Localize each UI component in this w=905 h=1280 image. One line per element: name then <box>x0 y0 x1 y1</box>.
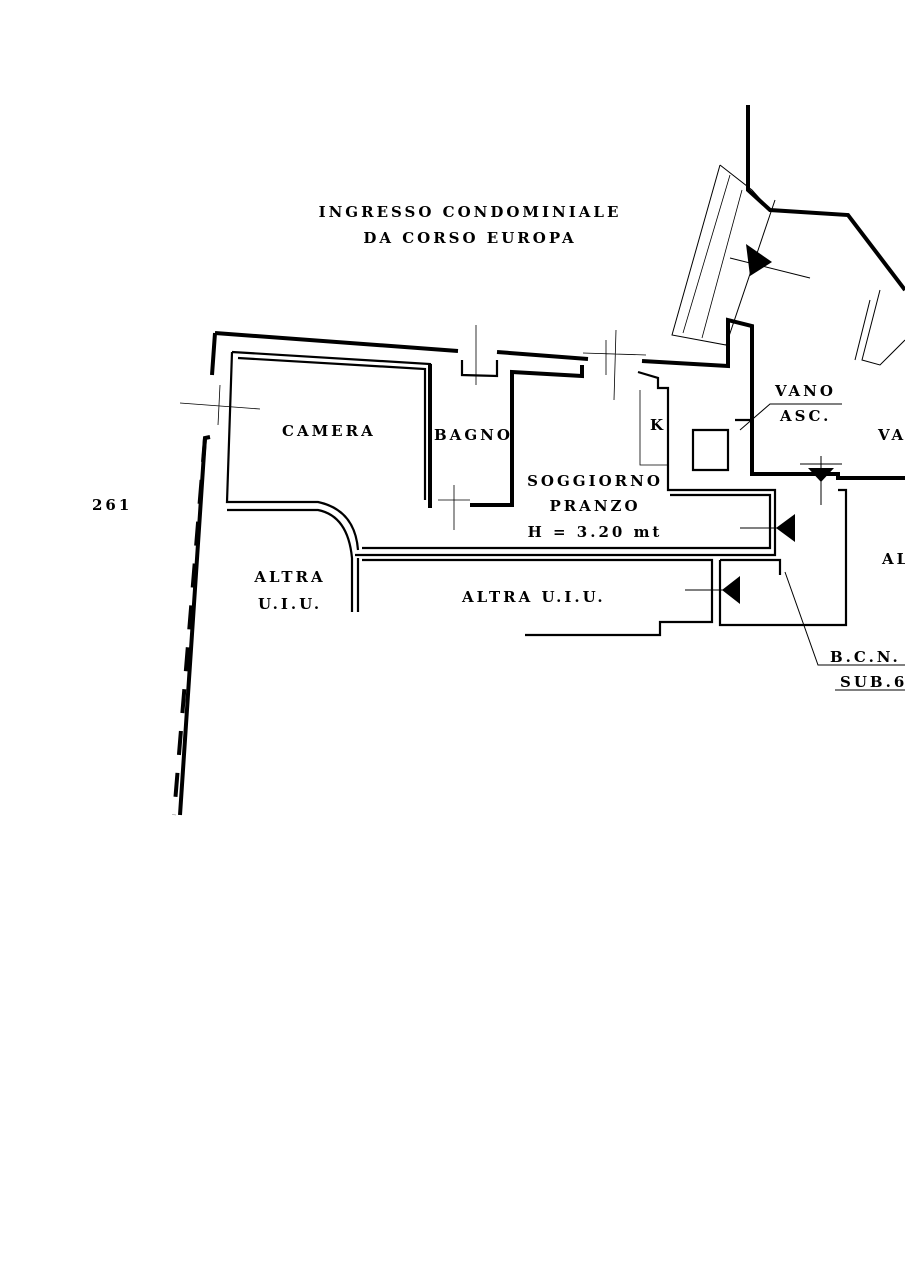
arrow-upper <box>746 244 772 276</box>
room-label-va-partial: VA <box>878 426 905 444</box>
room-label-vano: VANO <box>775 382 836 400</box>
ceiling-height-label: H = 3.20 mt <box>527 523 663 541</box>
entrance-label-line1: INGRESSO CONDOMINIALE <box>318 203 622 221</box>
kitchen-counter <box>639 390 668 466</box>
dashed-boundary <box>172 437 207 816</box>
bcn-label: B.C.N. <box>830 648 901 666</box>
stair-upper-inner <box>682 174 743 339</box>
altra-uiu-wall <box>227 508 360 612</box>
unit-outer-wall <box>214 317 905 480</box>
altra-uiu-line2: U.I.U. <box>257 595 323 613</box>
bcn-leader <box>784 571 905 666</box>
room-label-kitchen: K <box>650 416 667 434</box>
room-label-pranzo: PRANZO <box>549 497 641 515</box>
bagno-inner <box>460 360 499 378</box>
room-label-soggiorno: SOGGIORNO <box>527 472 663 490</box>
parcel-number: 261 <box>92 496 133 514</box>
room-label-al-partial: AL <box>882 550 905 568</box>
room-label-asc: ASC. <box>780 407 832 425</box>
stair-upper <box>671 164 905 346</box>
window-marks <box>179 325 647 530</box>
vertical-wall-right <box>746 105 905 292</box>
altra-uiu-corridor: ALTRA U.I.U. <box>462 588 606 606</box>
camera-room-walls <box>225 350 432 551</box>
sub-label: SUB.6 <box>840 673 905 691</box>
room-label-bagno: BAGNO <box>434 426 513 444</box>
altra-uiu-line1: ALTRA <box>254 568 326 586</box>
bagno-walls <box>428 364 584 508</box>
soggiorno-walls <box>355 370 777 557</box>
entrance-label-line2: DA CORSO EUROPA <box>363 229 577 247</box>
vano-leader <box>739 403 842 431</box>
room-label-camera: CAMERA <box>282 422 376 440</box>
stair-right <box>854 289 905 366</box>
camera-inner-wall <box>237 356 427 500</box>
